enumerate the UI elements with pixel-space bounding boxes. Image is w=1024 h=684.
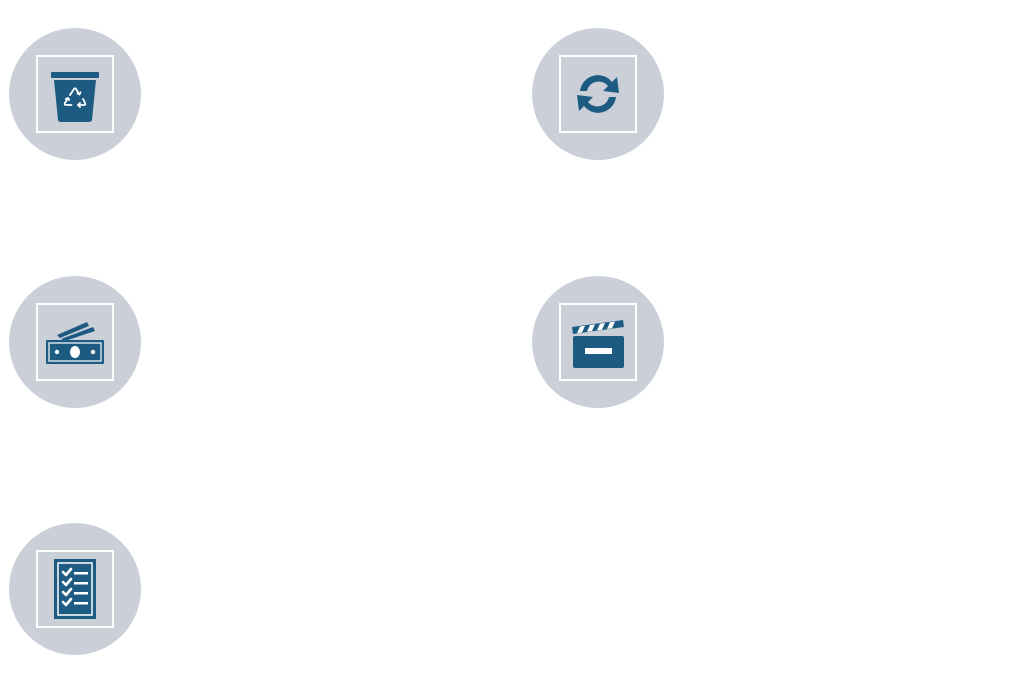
icon-frame [36,303,114,381]
refresh-icon [577,75,619,113]
checklist-tile[interactable] [9,523,141,655]
recycle-bin-tile[interactable] [9,28,141,160]
icon-frame [559,303,637,381]
recycle-bin-icon [51,72,99,122]
money-icon [46,322,104,364]
clapperboard-icon [572,320,624,368]
icon-frame [36,550,114,628]
icon-frame [559,55,637,133]
checklist-icon [54,559,96,619]
refresh-tile[interactable] [532,28,664,160]
clapperboard-tile[interactable] [532,276,664,408]
money-tile[interactable] [9,276,141,408]
icon-frame [36,55,114,133]
